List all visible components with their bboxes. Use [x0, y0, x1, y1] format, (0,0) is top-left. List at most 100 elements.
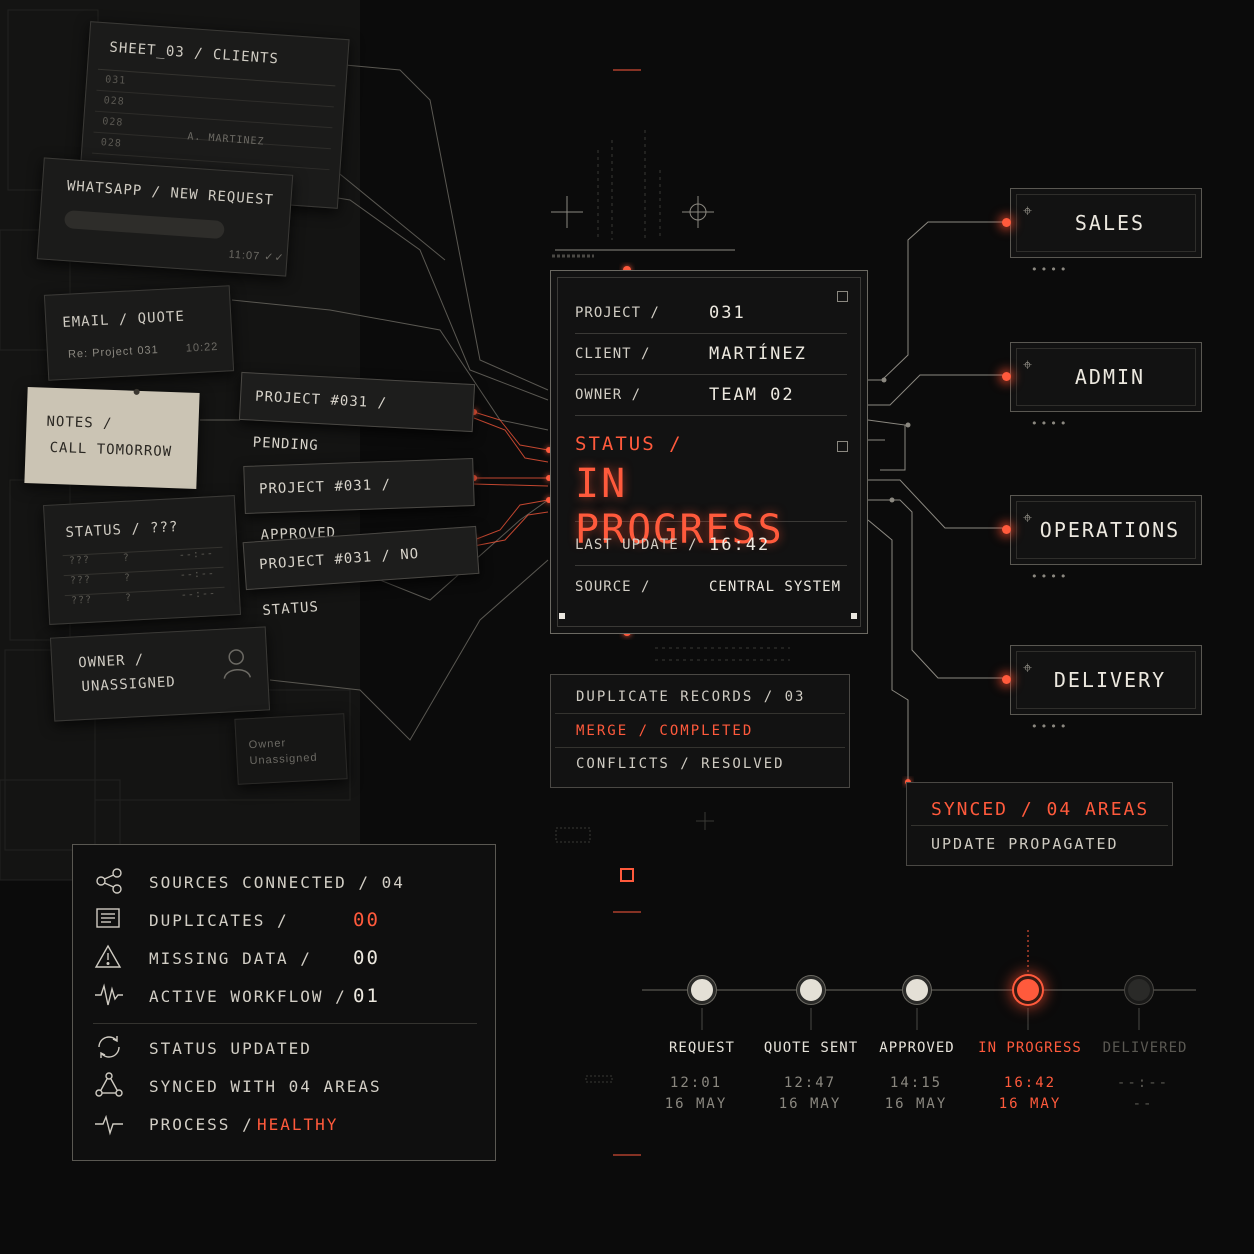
project-value: 031 — [709, 303, 746, 323]
timeline-node-approved[interactable] — [903, 976, 931, 1004]
cell: --:-- — [179, 568, 216, 582]
timeline-node-quote-sent[interactable] — [797, 976, 825, 1004]
duplicate-records-line: DUPLICATE RECORDS / 03 — [576, 689, 806, 705]
cell: ??? — [69, 574, 92, 587]
time-value: 14:15 — [889, 1075, 943, 1091]
timeline-label: DELIVERED — [1102, 1040, 1188, 1056]
owner-line-2: UNASSIGNED — [81, 674, 177, 696]
time-value: 12:01 — [669, 1075, 723, 1091]
whatsapp-card[interactable]: WHATSAPP / NEW REQUEST 11:07 ✓✓ — [36, 157, 294, 277]
date-value: 16 MAY — [998, 1096, 1062, 1112]
cell: --:-- — [178, 548, 215, 562]
status-row: STATUS / IN PROGRESS — [575, 421, 847, 553]
panel-corner-marker — [837, 441, 848, 452]
crosshair-icon: ⌖ — [1023, 508, 1033, 527]
timeline-label: IN PROGRESS — [978, 1040, 1082, 1056]
panel-corner-marker — [837, 291, 848, 302]
sheet-grid: 031 028 028 028 — [92, 68, 336, 171]
summary-row-workflow: ACTIVE WORKFLOW / 01 — [93, 977, 475, 1015]
share-icon — [96, 868, 122, 894]
summary-row-duplicates: DUPLICATES / 00 — [93, 901, 475, 939]
source-row: SOURCE / CENTRAL SYSTEM — [575, 567, 847, 607]
owner-ghost-1: Owner — [248, 737, 287, 752]
status-card[interactable]: STATUS / ??? ????--:-- ????--:-- ????--:… — [42, 495, 242, 625]
central-record-panel[interactable]: PROJECT / 031 CLIENT / MARTÍNEZ OWNER / … — [550, 270, 868, 634]
client-row: CLIENT / MARTÍNEZ — [575, 334, 847, 375]
email-time: 10:22 — [185, 340, 219, 355]
dept-operations[interactable]: ⌖ OPERATIONS •••• — [1002, 495, 1202, 583]
timeline-node-request[interactable] — [688, 976, 716, 1004]
project-row: PROJECT / 031 — [575, 293, 847, 334]
user-avatar-icon — [223, 649, 252, 679]
dept-dots: •••• — [1031, 720, 1070, 733]
summary-row-process: PROCESS / HEALTHY — [93, 1105, 475, 1143]
email-title: EMAIL / QUOTE — [61, 308, 186, 331]
synced-areas-line: SYNCED / 04 AREAS — [931, 799, 1150, 820]
tag-approved[interactable]: PROJECT #031 / APPROVED — [243, 458, 475, 543]
note-line-1: NOTES / — [46, 413, 113, 433]
dept-name: DELIVERY — [1053, 668, 1167, 692]
summary-row-missing: MISSING DATA / 00 — [93, 939, 475, 977]
status-card-grid: ????--:-- ????--:-- ????--:-- — [62, 546, 226, 616]
process-value: HEALTHY — [257, 1115, 339, 1134]
crosshair-icon: ⌖ — [1023, 658, 1033, 677]
dept-name: OPERATIONS — [1039, 518, 1181, 542]
dept-admin[interactable]: ⌖ ADMIN •••• — [1002, 342, 1202, 430]
timeline-node-delivered[interactable] — [1125, 976, 1153, 1004]
note-line-2: CALL TOMORROW — [49, 439, 173, 461]
date-value: 16 MAY — [884, 1096, 948, 1112]
timeline-node-in-progress[interactable] — [1014, 976, 1042, 1004]
merge-completed-line: MERGE / COMPLETED — [576, 723, 754, 739]
sticky-note[interactable]: NOTES / CALL TOMORROW — [24, 387, 200, 489]
timeline-time: 14:15 16 MAY — [856, 1073, 976, 1115]
time-value: 16:42 — [1003, 1075, 1057, 1091]
whatsapp-time: 11:07 ✓✓ — [228, 248, 286, 265]
time-value: --:-- — [1116, 1075, 1170, 1091]
merge-results-panel: DUPLICATE RECORDS / 03 MERGE / COMPLETED… — [550, 674, 850, 788]
panel-corner-dot — [559, 613, 565, 619]
last-update-label: LAST UPDATE / — [575, 537, 698, 553]
dept-delivery[interactable]: ⌖ DELIVERY •••• — [1002, 645, 1202, 733]
status-updated-label: STATUS UPDATED — [149, 1039, 312, 1058]
refresh-icon — [98, 1036, 120, 1058]
timeline-label: REQUEST — [668, 1040, 735, 1056]
sources-connected-label: SOURCES CONNECTED / 04 — [149, 873, 405, 892]
status-card-title: STATUS / ??? — [65, 519, 179, 541]
owner-label: OWNER / — [575, 387, 642, 403]
update-propagated-line: UPDATE PROPAGATED — [931, 835, 1119, 853]
project-label: PROJECT / — [575, 305, 660, 321]
cell: ? — [123, 572, 132, 584]
operations-connection-node — [1002, 525, 1011, 534]
status-value: IN PROGRESS — [575, 461, 784, 553]
owner-ghost-card: Owner Unassigned — [234, 713, 348, 785]
crosshair-icon: ⌖ — [1023, 355, 1033, 374]
waveform-icon — [95, 983, 123, 1006]
client-label: CLIENT / — [575, 346, 651, 362]
cell: ??? — [68, 554, 91, 567]
dept-sales[interactable]: ⌖ SALES •••• — [1002, 188, 1202, 276]
sales-connection-node — [1002, 218, 1011, 227]
active-workflow-label: ACTIVE WORKFLOW / — [149, 987, 347, 1006]
dept-name: SALES — [1074, 211, 1146, 235]
missing-data-label: MISSING DATA / — [149, 949, 312, 968]
dept-name: ADMIN — [1074, 365, 1146, 389]
source-value: CENTRAL SYSTEM — [709, 579, 842, 595]
timeline-time: 16:42 16 MAY — [970, 1073, 1090, 1115]
email-card[interactable]: EMAIL / QUOTE Re: Project 031 10:22 — [43, 285, 235, 381]
duplicates-value: 00 — [353, 909, 380, 931]
heartbeat-icon — [95, 1114, 123, 1136]
date-value: 16 MAY — [778, 1096, 842, 1112]
divider — [93, 1023, 477, 1024]
missing-data-value: 00 — [353, 947, 380, 969]
whatsapp-title: WHATSAPP / NEW REQUEST — [66, 178, 275, 209]
dept-dots: •••• — [1031, 263, 1070, 276]
message-bubble — [63, 210, 225, 240]
summary-row-synced: SYNCED WITH 04 AREAS — [93, 1067, 475, 1105]
owner-row: OWNER / TEAM 02 — [575, 375, 847, 416]
owner-card[interactable]: OWNER / UNASSIGNED — [49, 626, 271, 722]
owner-value: TEAM 02 — [709, 385, 795, 405]
divider — [555, 713, 845, 714]
dept-dots: •••• — [1031, 570, 1070, 583]
